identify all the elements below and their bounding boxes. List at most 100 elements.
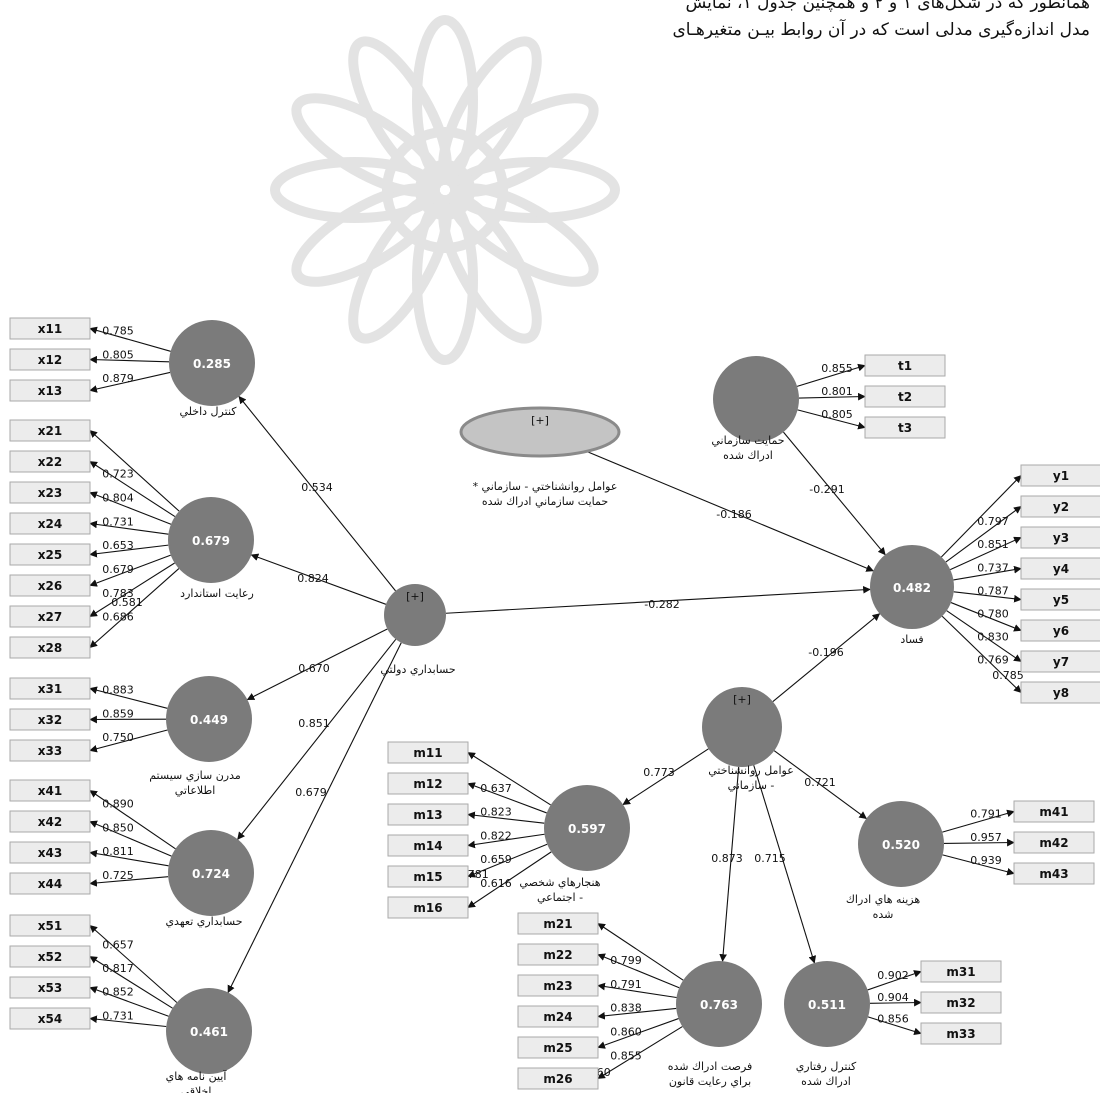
indicator-x12: x12 [9,348,91,371]
loading-arrow [597,982,677,999]
latent-name: هزينه هاي ادراك [846,893,920,906]
loading-arrow [797,409,866,430]
indicator-m16: m16 [387,896,469,919]
indicator-label: y8 [1053,686,1069,700]
indicator-box [9,1007,91,1030]
loading-arrow [467,851,552,908]
path-coefficient: 0.824 [297,572,329,585]
loading-value: 0.616 [480,877,512,890]
indicator-box [387,741,469,764]
loading-value: 0.679 [102,563,134,576]
loading-value: 0.787 [977,584,1009,597]
loading-arrow [597,1007,677,1020]
loading-value: 0.723 [102,468,134,481]
indicator-label: x33 [38,744,62,758]
indicator-x52: x52 [9,945,91,968]
indicator-label: y3 [1053,531,1069,545]
loading-value: 0.851 [977,538,1009,551]
indicator-label: m25 [543,1041,572,1055]
indicator-m22: m22 [517,943,599,966]
indicator-box [9,317,91,340]
loading-value: 0.811 [102,845,134,858]
latent-circle [676,961,762,1047]
path-coefficient: 0.534 [301,481,333,494]
indicator-label: y2 [1053,500,1069,514]
path-coefficient: -0.282 [644,598,679,611]
indicator-box [9,739,91,762]
loading-arrow [597,953,680,989]
indicator-label: x21 [38,424,62,438]
path-ar-fr [719,766,740,962]
loading-value: 0.883 [102,684,134,697]
indicator-box [9,677,91,700]
indicator-box [9,708,91,731]
path-ar-fs [772,613,881,702]
indicator-box [1020,588,1100,611]
expand-marker: [+] [733,693,751,706]
loading-value: 0.852 [102,986,134,999]
latent-name: هنجارهاي شخصي [519,876,600,889]
indicator-label: x11 [38,322,62,336]
loading-value: 0.731 [102,1009,134,1022]
loading-value: 0.939 [970,854,1002,867]
indicator-box [387,865,469,888]
indicator-box [920,1022,1002,1045]
path-ar-hsh [622,748,709,805]
indicator-box [864,416,946,439]
r-squared-value: 0.511 [808,998,846,1012]
latent-ar: [+]عوامل روانشناختي- سازماني [702,687,794,792]
indicator-box [387,834,469,857]
indicator-x53: x53 [9,976,91,999]
latent-circle [166,676,252,762]
latent-name: ادراك شده [723,449,773,462]
indicator-box [9,348,91,371]
indicator-box [920,960,1002,983]
indicator-box [1020,495,1100,518]
indicator-box [1013,831,1095,854]
loading-arrow [89,461,176,518]
indicator-m31: m31 [920,960,1002,983]
loading-value: 0.904 [877,991,909,1004]
indicator-x28: x28 [9,636,91,659]
indicator-label: m23 [543,979,572,993]
latent-name: اخلاقي [181,1085,212,1093]
loading-arrow [867,1016,922,1036]
loading-value: 0.823 [480,806,512,819]
indicator-x32: x32 [9,708,91,731]
path-coefficient: 0.873 [711,852,743,865]
loading-value: 0.637 [480,782,512,795]
loading-arrow [89,790,176,850]
latent-name: شده [873,908,894,921]
indicator-box [517,1036,599,1059]
loading-arrow [953,565,1022,581]
indicator-label: y5 [1053,593,1069,607]
loading-arrow [869,998,922,1007]
indicator-box [9,914,91,937]
indicator-label: m13 [413,808,442,822]
loading-arrow [467,833,545,849]
indicator-box [1020,557,1100,580]
indicator-label: x26 [38,579,62,593]
indicator-label: m21 [543,917,572,931]
loading-arrow [89,729,168,753]
loading-value: 0.860 [610,1025,642,1038]
indicator-label: x32 [38,713,62,727]
indicator-y6: y6 [1020,619,1100,642]
path-hd-rs [250,553,387,605]
loading-arrow [89,876,169,887]
indicator-box [1013,862,1095,885]
indicator-label: y7 [1053,655,1069,669]
path-coefficient: -0.196 [808,646,843,659]
loading-value: 0.804 [102,491,134,504]
indicator-x13: x13 [9,379,91,402]
indicator-label: t1 [898,359,912,373]
loading-arrow [89,820,172,857]
loading-value: 0.957 [970,831,1002,844]
